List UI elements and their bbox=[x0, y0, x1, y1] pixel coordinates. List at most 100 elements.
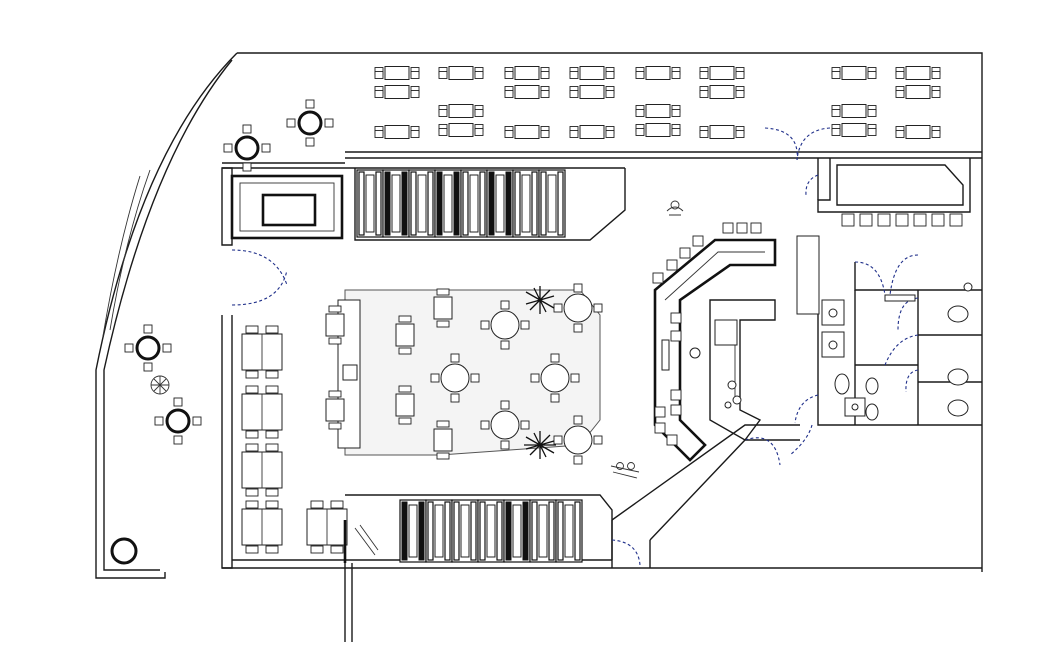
bar-stool bbox=[666, 259, 678, 271]
booth bbox=[434, 169, 462, 238]
top-booths bbox=[356, 169, 566, 238]
chair bbox=[931, 130, 941, 138]
chair bbox=[245, 443, 259, 452]
round-table bbox=[553, 415, 603, 465]
chair bbox=[699, 71, 709, 79]
table-top bbox=[486, 504, 496, 558]
chair bbox=[245, 545, 259, 554]
chair bbox=[931, 90, 941, 98]
chair bbox=[520, 420, 530, 430]
booth-seat bbox=[488, 171, 495, 236]
table-top bbox=[417, 174, 427, 233]
chair bbox=[310, 500, 324, 509]
umbrella-icon bbox=[150, 375, 170, 395]
table-top bbox=[905, 66, 931, 80]
chair bbox=[286, 118, 296, 128]
booth-seat bbox=[505, 501, 512, 561]
counter-stool bbox=[949, 213, 963, 227]
chair bbox=[474, 71, 484, 79]
table-top bbox=[433, 296, 453, 320]
patio-round-tables bbox=[124, 99, 334, 445]
booth-seat bbox=[384, 171, 391, 236]
chair bbox=[430, 373, 440, 383]
chair bbox=[895, 90, 905, 98]
chair bbox=[635, 71, 645, 79]
four-top-table bbox=[438, 104, 484, 118]
booth bbox=[408, 169, 436, 238]
chair bbox=[480, 320, 490, 330]
restroom-fixtures bbox=[821, 282, 973, 421]
four-top-table bbox=[438, 66, 484, 80]
four-top-table bbox=[569, 85, 615, 99]
four-top-table bbox=[438, 123, 484, 137]
table-top bbox=[841, 123, 867, 137]
chair bbox=[436, 420, 450, 428]
chair bbox=[410, 90, 420, 98]
booth-seat bbox=[514, 171, 521, 236]
chair bbox=[245, 325, 259, 334]
booth-seat bbox=[358, 171, 365, 236]
table-top bbox=[434, 504, 444, 558]
table-top bbox=[512, 504, 522, 558]
square-table bbox=[325, 390, 345, 430]
chair bbox=[553, 435, 563, 445]
four-top-table bbox=[569, 66, 615, 80]
four-top-table bbox=[895, 125, 941, 139]
chair bbox=[735, 90, 745, 98]
bottom-booths bbox=[399, 499, 583, 563]
chair bbox=[398, 315, 412, 323]
table-top bbox=[645, 104, 671, 118]
square-table bbox=[395, 315, 415, 355]
table-top bbox=[514, 125, 540, 139]
chair bbox=[265, 443, 279, 452]
table-top bbox=[448, 123, 474, 137]
chair bbox=[173, 397, 183, 407]
chair bbox=[436, 288, 450, 296]
chair bbox=[671, 128, 681, 136]
chair bbox=[330, 500, 344, 509]
round-table bbox=[154, 397, 202, 445]
table-top bbox=[841, 66, 867, 80]
four-top-table bbox=[831, 123, 877, 137]
chair bbox=[605, 90, 615, 98]
chair bbox=[374, 90, 384, 98]
booth bbox=[451, 499, 479, 563]
two-top-table bbox=[241, 325, 283, 379]
chair bbox=[328, 337, 342, 345]
chair bbox=[569, 71, 579, 79]
table-top bbox=[325, 313, 345, 337]
table-top bbox=[297, 110, 323, 136]
chair bbox=[450, 393, 460, 403]
chair bbox=[265, 325, 279, 334]
chair bbox=[265, 430, 279, 439]
table-top bbox=[433, 428, 453, 452]
chair bbox=[192, 416, 202, 426]
left-wall-tables bbox=[241, 325, 348, 554]
chair bbox=[831, 128, 841, 136]
person-icon bbox=[666, 200, 684, 216]
square-table bbox=[433, 420, 453, 460]
table-top bbox=[563, 425, 593, 455]
booth-seat bbox=[410, 171, 417, 236]
chair bbox=[265, 385, 279, 394]
chair bbox=[699, 130, 709, 138]
table-top bbox=[579, 125, 605, 139]
chair bbox=[504, 130, 514, 138]
square-table bbox=[325, 305, 345, 345]
counter-stool bbox=[859, 213, 873, 227]
four-top-table bbox=[374, 125, 420, 139]
four-top-table bbox=[569, 125, 615, 139]
chair bbox=[569, 130, 579, 138]
booth bbox=[460, 169, 488, 238]
bar-counter bbox=[653, 238, 777, 462]
booth-seat bbox=[375, 171, 382, 236]
chair bbox=[143, 324, 153, 334]
table-top bbox=[443, 174, 453, 233]
bar-stool bbox=[654, 422, 666, 434]
chair bbox=[605, 130, 615, 138]
outer-boundary bbox=[95, 52, 983, 579]
table-top bbox=[645, 66, 671, 80]
counter-stool bbox=[877, 213, 891, 227]
